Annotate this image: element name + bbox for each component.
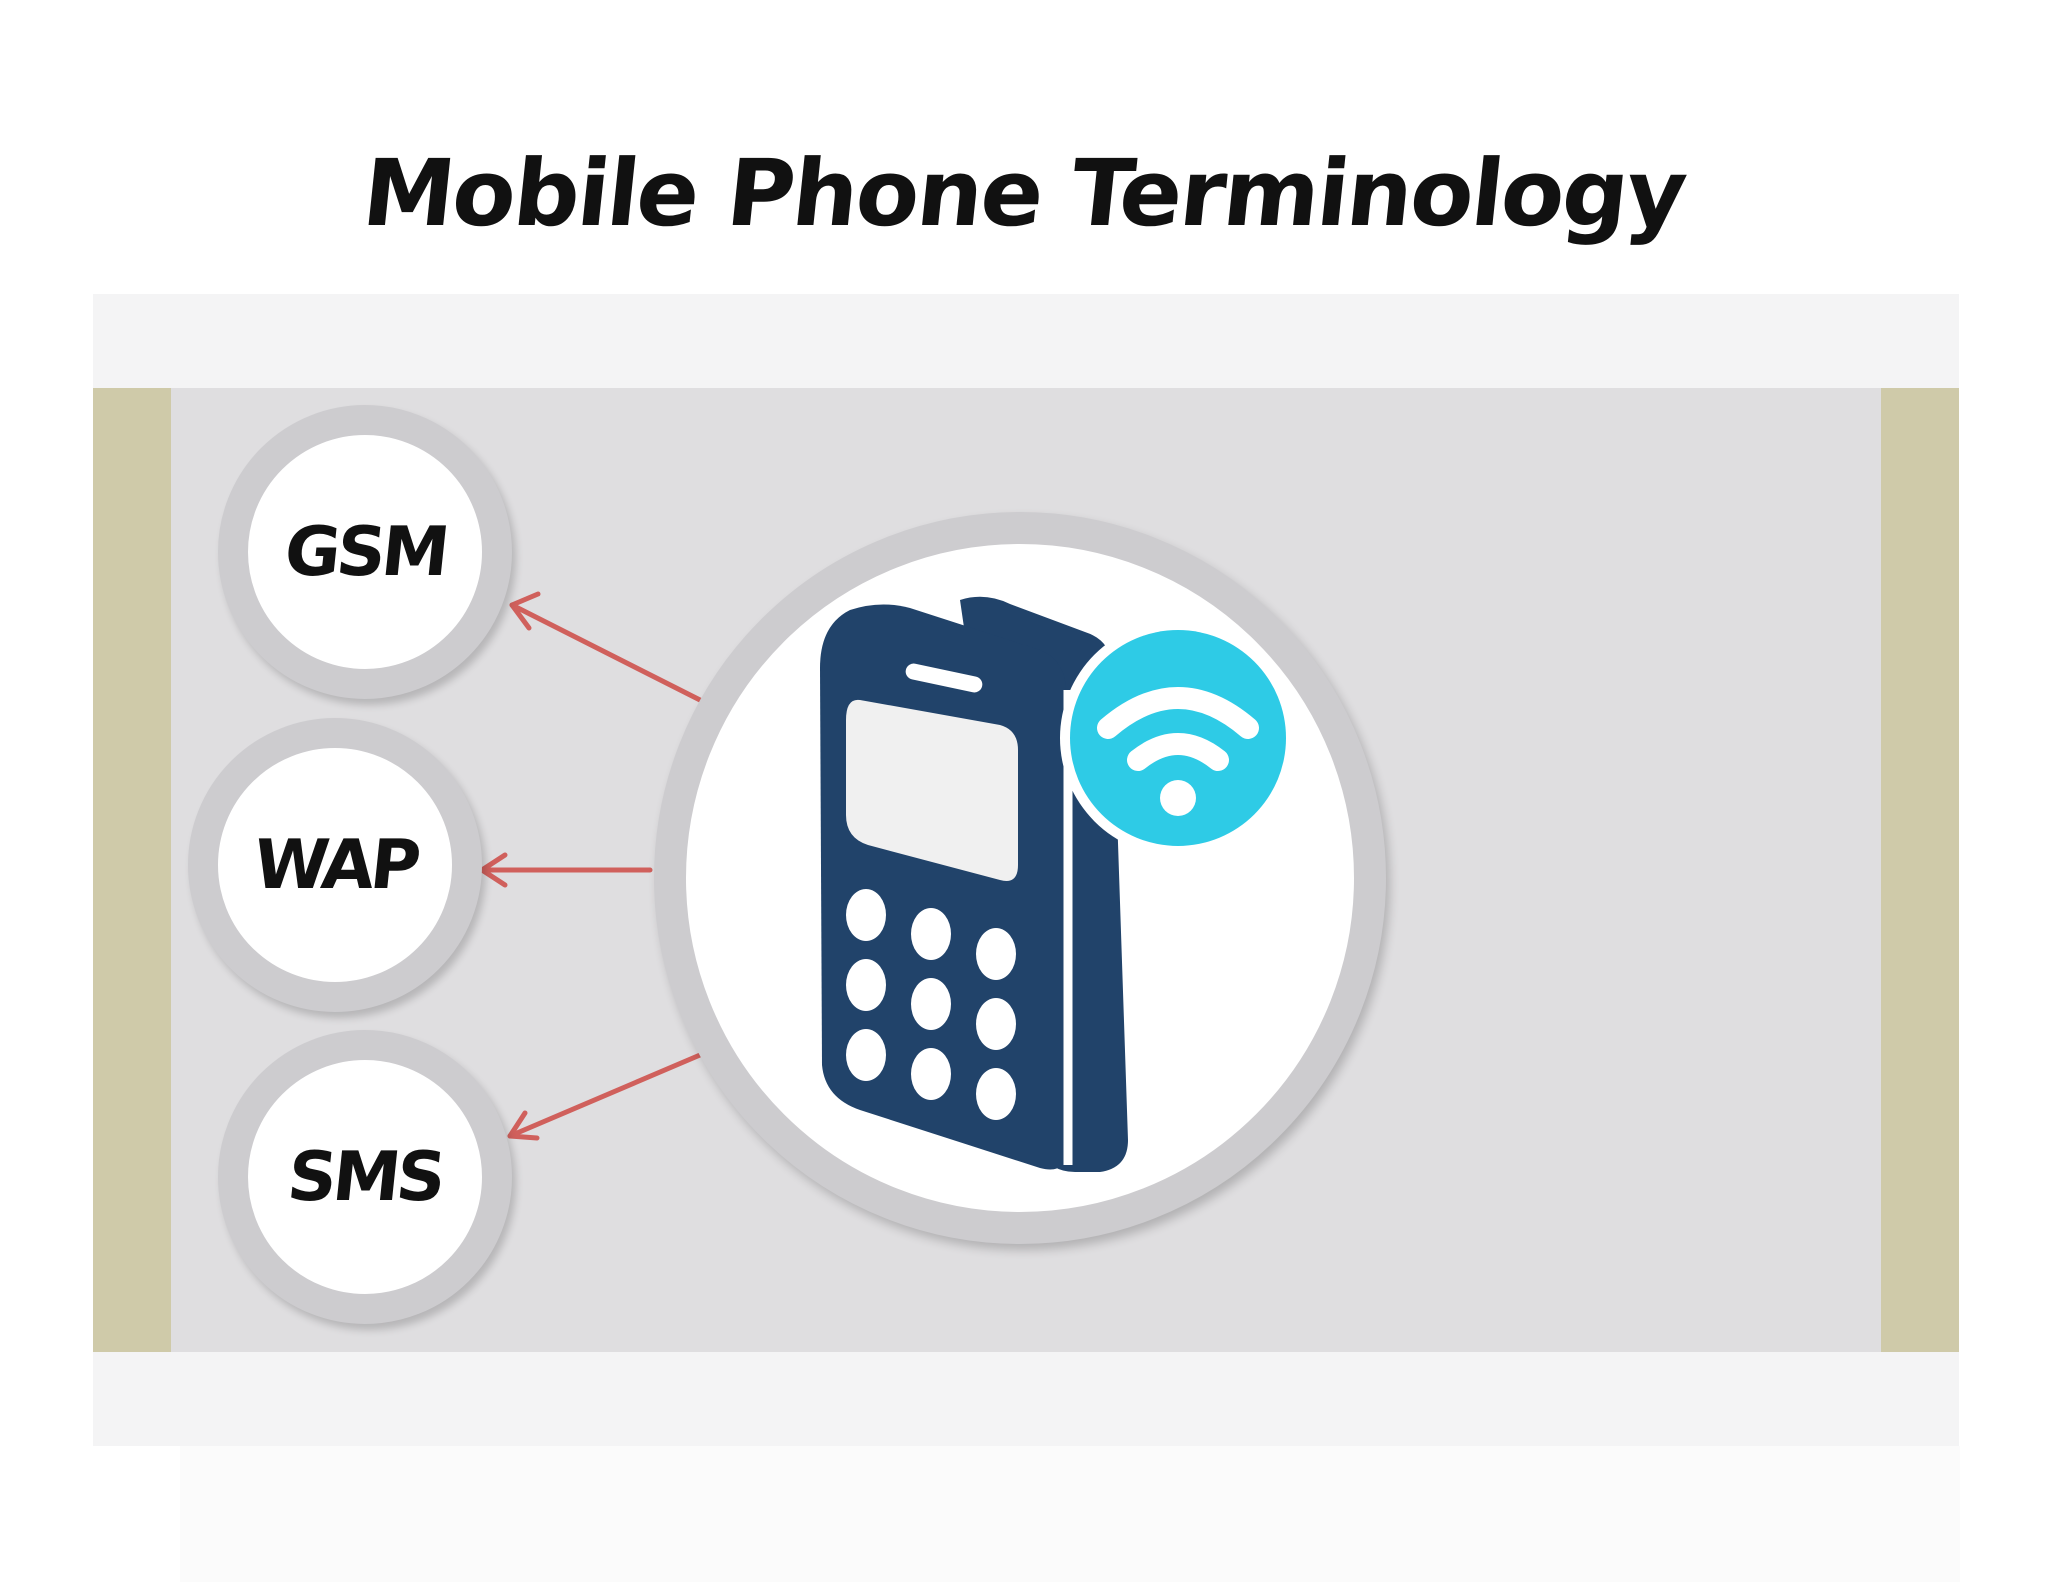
left-accent-bar — [93, 388, 171, 1352]
wifi-badge-icon — [1060, 620, 1296, 856]
arrow-to-gsm — [509, 591, 703, 703]
right-accent-bar — [1881, 388, 1959, 1352]
bottom-shadow-band — [180, 1446, 1960, 1582]
arrow-to-wap — [479, 852, 653, 888]
bottom-band — [93, 1352, 1959, 1446]
arrow-to-sms — [507, 1052, 703, 1141]
top-band — [93, 294, 1959, 388]
